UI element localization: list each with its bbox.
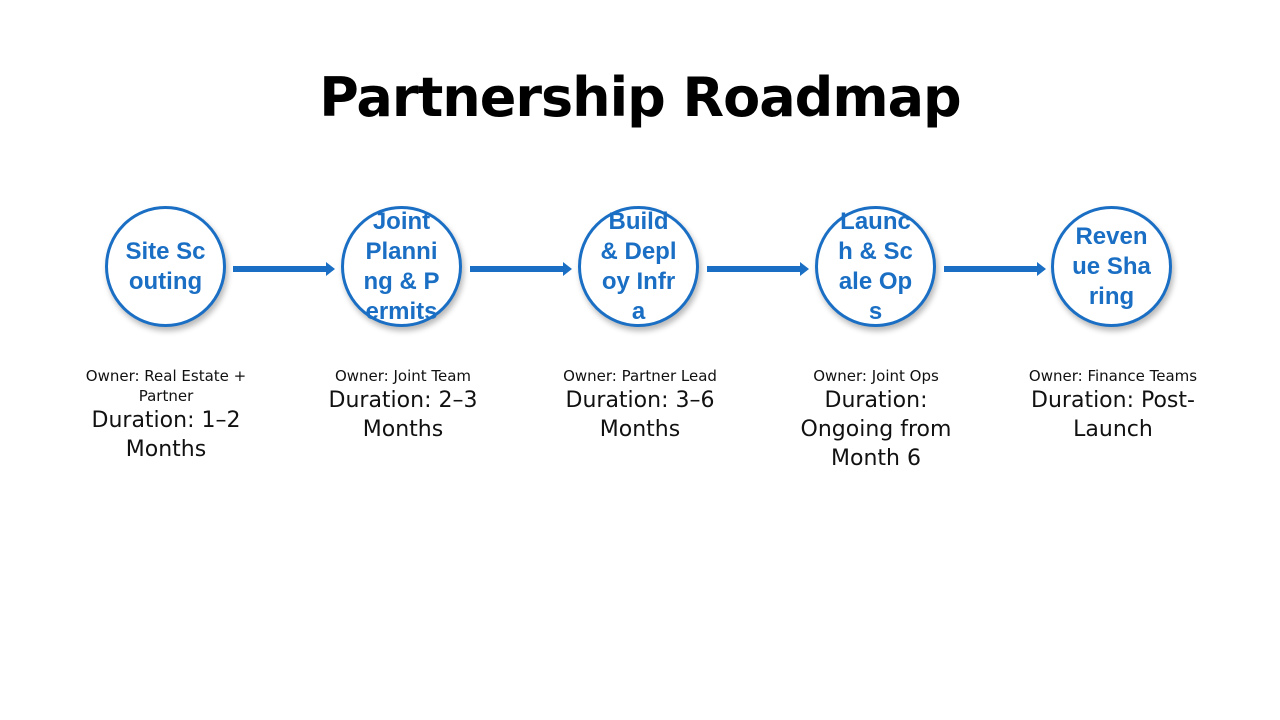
arrow-right-icon	[233, 262, 335, 276]
step-label: Joint Planning & Permits	[363, 207, 440, 325]
step-circle-site-scouting: Site Scouting	[105, 206, 226, 327]
step-circle-revenue-sharing: Revenue Sharing	[1051, 206, 1172, 327]
step-owner: Owner: Finance Teams	[1028, 367, 1198, 385]
step-label: Site Scouting	[125, 237, 206, 295]
step-duration: Duration: 2–3 Months	[328, 388, 478, 442]
step-info: Owner: Real Estate + Partner Duration: 1…	[66, 366, 266, 464]
step-info: Owner: Joint Team Duration: 2–3 Months	[303, 366, 503, 444]
step-owner: Owner: Real Estate + Partner	[85, 367, 247, 405]
step-info: Owner: Partner Lead Duration: 3–6 Months	[540, 366, 740, 444]
arrow-right-icon	[470, 262, 572, 276]
step-circle-joint-planning: Joint Planning & Permits	[341, 206, 462, 327]
arrow-right-icon	[707, 262, 809, 276]
step-duration: Duration: 3–6 Months	[565, 388, 715, 442]
step-duration: Duration: Post-Launch	[1031, 388, 1195, 442]
step-circle-build-deploy: Build & Deploy Infra	[578, 206, 699, 327]
step-info: Owner: Finance Teams Duration: Post-Laun…	[1013, 366, 1213, 444]
step-circle-launch-scale: Launch & Scale Ops	[815, 206, 936, 327]
step-owner: Owner: Joint Team	[334, 367, 472, 385]
step-owner: Owner: Partner Lead	[563, 367, 717, 385]
step-duration: Duration: 1–2 Months	[91, 408, 241, 462]
step-info: Owner: Joint Ops Duration: Ongoing from …	[776, 366, 976, 473]
step-label: Launch & Scale Ops	[838, 207, 913, 325]
step-label: Build & Deploy Infra	[600, 207, 677, 325]
step-owner: Owner: Joint Ops	[813, 367, 939, 385]
step-label: Revenue Sharing	[1072, 222, 1151, 310]
arrow-right-icon	[944, 262, 1046, 276]
page-title: Partnership Roadmap	[319, 66, 961, 129]
step-duration: Duration: Ongoing from Month 6	[800, 388, 952, 471]
